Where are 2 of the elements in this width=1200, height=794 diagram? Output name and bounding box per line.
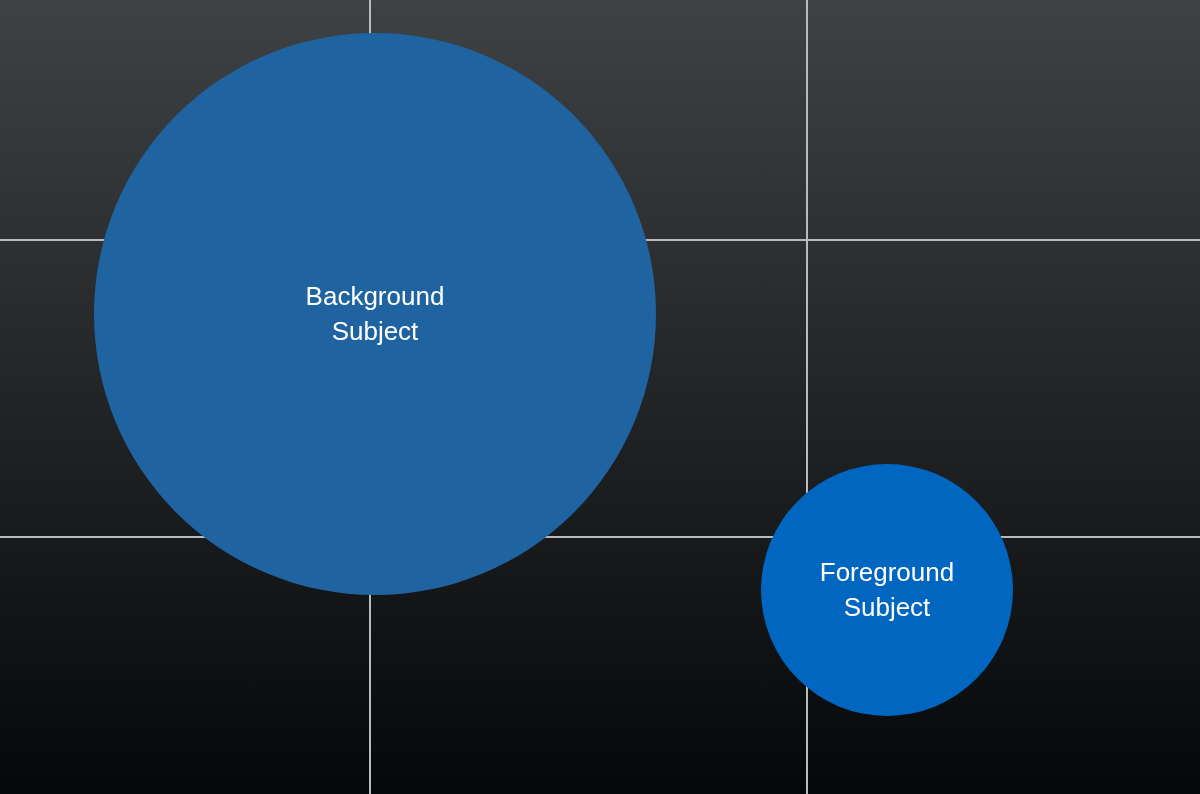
circle-label: Foreground Subject xyxy=(818,556,956,624)
circle-label: Background Subject xyxy=(304,280,446,348)
